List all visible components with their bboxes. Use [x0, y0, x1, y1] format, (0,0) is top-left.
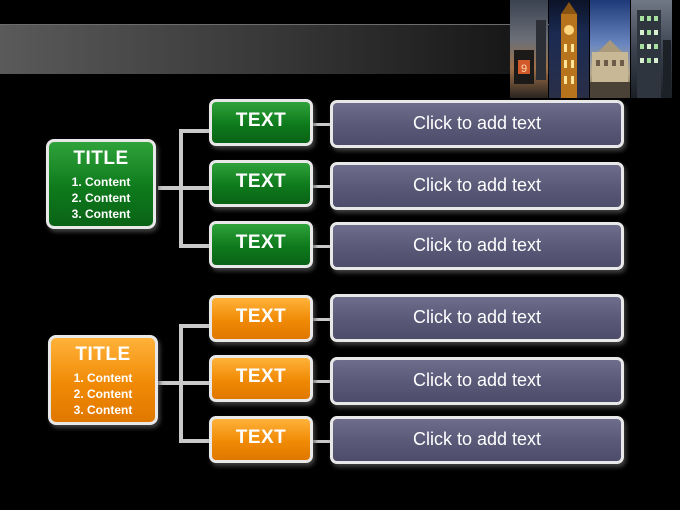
orange-title-box[interactable]: TITLE 1. Content 2. Content 3. Content	[48, 335, 158, 425]
green-text-label[interactable]: TEXT	[209, 99, 313, 146]
orange-text-label[interactable]: TEXT	[209, 355, 313, 402]
content-item: 1. Content	[73, 371, 133, 385]
svg-text:9: 9	[521, 63, 527, 75]
content-item: 3. Content	[71, 207, 131, 221]
green-text-label[interactable]: TEXT	[209, 221, 313, 268]
text-placeholder-box[interactable]: Click to add text	[330, 294, 624, 342]
connector-line	[313, 440, 332, 443]
orange-text-label[interactable]: TEXT	[209, 295, 313, 342]
text-placeholder-box[interactable]: Click to add text	[330, 222, 624, 270]
title-heading: TITLE	[73, 148, 129, 169]
city-photo-building	[590, 0, 630, 98]
title-heading: TITLE	[75, 344, 131, 365]
content-list: 1. Content 2. Content 3. Content	[49, 174, 153, 222]
connector-line	[313, 123, 332, 126]
header-band	[0, 24, 560, 74]
connector-line	[313, 318, 332, 321]
text-placeholder-box[interactable]: Click to add text	[330, 162, 624, 210]
text-placeholder-box[interactable]: Click to add text	[330, 357, 624, 405]
city-photo-strip: 9	[510, 0, 672, 98]
content-list: 1. Content 2. Content 3. Content	[51, 370, 155, 418]
green-text-label[interactable]: TEXT	[209, 160, 313, 207]
content-item: 2. Content	[73, 387, 133, 401]
orange-text-label[interactable]: TEXT	[209, 416, 313, 463]
city-photo-skyscraper	[631, 0, 672, 98]
content-item: 3. Content	[73, 403, 133, 417]
connector-line	[179, 381, 211, 385]
text-placeholder-box[interactable]: Click to add text	[330, 416, 624, 464]
connector-line	[179, 439, 211, 443]
connector-line	[179, 186, 211, 190]
content-item: 1. Content	[71, 175, 131, 189]
connector-line	[313, 380, 332, 383]
city-photo-clock-tower	[549, 0, 589, 98]
connector-line	[179, 244, 211, 248]
connector-line	[313, 185, 332, 188]
connector-line	[158, 186, 181, 190]
connector-line	[158, 381, 181, 385]
city-photo-traffic-light: 9	[510, 0, 548, 98]
connector-line	[179, 129, 211, 133]
content-item: 2. Content	[71, 191, 131, 205]
green-title-box[interactable]: TITLE 1. Content 2. Content 3. Content	[46, 139, 156, 229]
text-placeholder-box[interactable]: Click to add text	[330, 100, 624, 148]
connector-line	[313, 245, 332, 248]
connector-line	[179, 324, 211, 328]
